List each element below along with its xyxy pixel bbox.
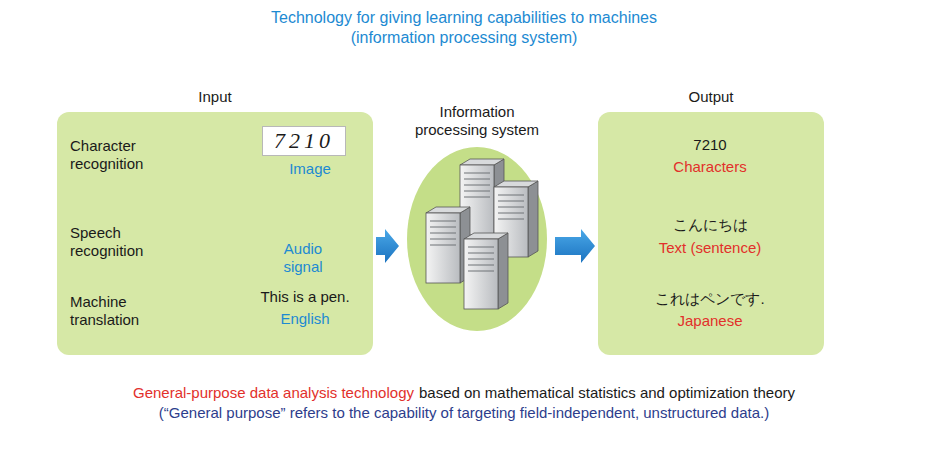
task-name: Speech recognition xyxy=(70,224,180,260)
output-type: Japanese xyxy=(610,312,810,330)
block-arrow xyxy=(376,229,399,263)
task-name: Machine translation xyxy=(70,293,180,329)
output-type: Characters xyxy=(610,158,810,176)
server-slot xyxy=(498,195,524,196)
caption-text: General-purpose data analysis technology xyxy=(133,384,414,402)
processing-system: Information processing system xyxy=(402,103,552,335)
server-slot xyxy=(468,253,494,254)
server-slot xyxy=(430,221,456,222)
server-slot xyxy=(468,259,494,260)
input-example: This is a pen. xyxy=(240,288,370,306)
server-slot xyxy=(498,213,524,214)
server-side xyxy=(498,233,508,309)
server-slot xyxy=(430,239,456,240)
server-slot xyxy=(464,197,490,198)
server-slot xyxy=(468,265,494,266)
server-slot xyxy=(464,173,490,174)
server-slot xyxy=(498,219,524,220)
input-type: Image xyxy=(250,160,370,178)
block-arrow xyxy=(555,229,595,263)
server-side xyxy=(528,181,538,257)
input-type: Audio signal xyxy=(268,240,338,276)
server-slot xyxy=(464,179,490,180)
server-slot xyxy=(498,207,524,208)
panel-heading: Input xyxy=(57,88,373,106)
diagram-title: Technology for giving learning capabilit… xyxy=(244,8,684,48)
handwritten-image: 7210 xyxy=(262,126,346,156)
caption-row: General-purpose data analysis technology… xyxy=(0,384,928,402)
server-front xyxy=(464,239,498,309)
server-slot xyxy=(464,191,490,192)
server-slot xyxy=(498,201,524,202)
cluster-ellipse xyxy=(407,147,547,331)
server-slot xyxy=(430,245,456,246)
server-slot xyxy=(430,233,456,234)
server-cluster-illustration xyxy=(402,143,552,335)
output-type: Text (sentence) xyxy=(610,239,810,257)
panel-heading: Output xyxy=(598,88,824,106)
server-top xyxy=(426,207,470,213)
output-example: こんにちは xyxy=(610,216,810,234)
server-slot xyxy=(430,227,456,228)
input-type: English xyxy=(240,310,370,328)
server-front xyxy=(426,213,460,283)
server-top xyxy=(494,181,538,187)
server-slot xyxy=(464,185,490,186)
panel-heading: Information processing system xyxy=(402,103,552,139)
output-example: 7210 xyxy=(610,136,810,154)
caption-text: based on mathematical statistics and opt… xyxy=(419,384,795,402)
server-top xyxy=(460,159,504,165)
server-top xyxy=(464,233,508,239)
server-slot xyxy=(468,271,494,272)
task-name: Character recognition xyxy=(70,137,180,173)
output-example: これはペンです. xyxy=(610,290,810,308)
server-slot xyxy=(468,247,494,248)
caption: (“General purpose” refers to the capabil… xyxy=(0,404,928,422)
